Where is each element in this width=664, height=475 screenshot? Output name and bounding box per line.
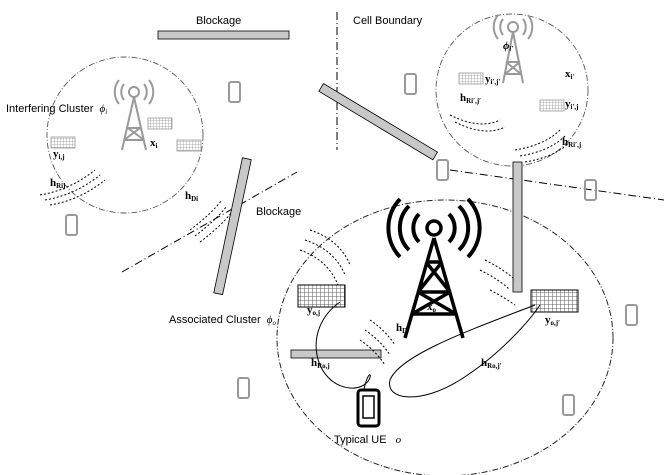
ris-panel-icon [297, 284, 346, 308]
ris-panel-icon [147, 117, 173, 130]
math-h-Rij: hRij [50, 177, 65, 190]
beam-lobe [315, 301, 371, 401]
cell-boundary-right [449, 169, 664, 201]
math-h-D: hD [396, 322, 407, 335]
ris-panel-icon [530, 289, 579, 313]
math-y-oj: yo,j [307, 304, 320, 317]
ris-panel-icon [50, 136, 76, 149]
math-h-Rojprime: hRo,j′ [481, 357, 502, 370]
ris-panel-icon [176, 139, 202, 152]
label-blockage-top: Blockage [196, 15, 241, 27]
blockage-right [512, 161, 523, 293]
associated-cluster-circle [276, 199, 614, 475]
phone-screen [362, 395, 375, 419]
cell-boundary-diagonal [121, 171, 298, 273]
blockage-top [157, 30, 290, 40]
blockage-mid [213, 157, 252, 296]
interfering-cluster-circle-2 [435, 13, 589, 167]
signal-arcs [39, 114, 571, 366]
ris-panel-icon [539, 99, 565, 112]
label-associated-cluster: Associated Cluster ϕo [169, 314, 276, 327]
math-y-ojprime: yo,j′ [545, 314, 560, 327]
interfering-cluster-circle [46, 56, 204, 214]
math-y-ij: yi,j [53, 148, 65, 161]
blockage-diagonal [318, 83, 439, 161]
math-h-Di: hDi [185, 190, 198, 203]
tower-icon [386, 197, 482, 339]
label-cell-boundary: Cell Boundary [353, 15, 423, 27]
ris-panel-icon [458, 72, 484, 85]
math-h-R-iprime-jprime: hRi′,j′ [460, 92, 481, 105]
label-typical-ue: Typical UE o [334, 434, 402, 446]
math-h-Roj: hRo,j [311, 357, 330, 370]
math-x-i: xi [150, 137, 158, 150]
math-x-iprime: xi′ [565, 68, 574, 81]
math-x-o: xo [427, 301, 437, 314]
beam-lobe [389, 304, 541, 398]
label-interfering-cluster: Interfering Cluster ϕi [6, 103, 107, 116]
tower-icon [492, 14, 534, 84]
math-y-iprime-j: yi′,j [565, 98, 579, 111]
math-h-R-iprime-j: hRi′,j [562, 136, 581, 149]
blockage-bottom [290, 349, 382, 359]
tower-icon [113, 79, 155, 151]
math-phi-iprime: ϕi′ [503, 40, 513, 53]
phone-icon [65, 73, 638, 416]
label-blockage-mid: Blockage [256, 206, 301, 218]
math-y-iprime-jprime: yi′,j′ [485, 73, 500, 86]
